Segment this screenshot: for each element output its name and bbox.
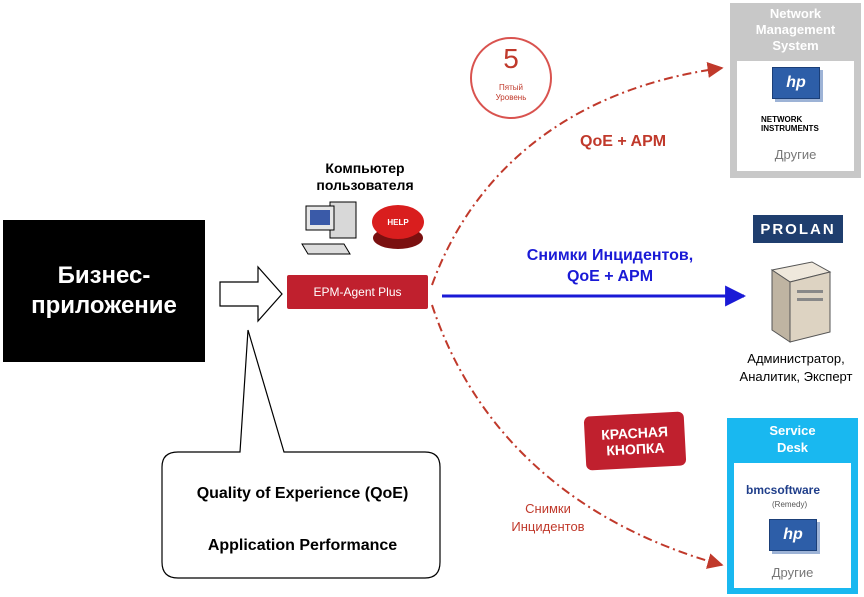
computer-icon (301, 201, 357, 255)
hp-logo-icon: hp (772, 67, 820, 99)
middle-flow-label: Снимки Инцидентов, QoE + APM (526, 247, 694, 285)
server-icon (770, 261, 832, 343)
flow-arrow-top (431, 62, 724, 286)
speech-bubble (161, 329, 441, 579)
network-management-system-box: Network Management System hp NETWORK INS… (730, 3, 861, 178)
remedy-label: (Remedy) (772, 500, 808, 509)
business-app-line1: Бизнес- (57, 262, 151, 289)
prolan-logo: PROLAN (753, 215, 843, 243)
user-computer-label: Компьютер пользователя (316, 160, 414, 193)
business-application-box: Бизнес- приложение (3, 220, 205, 362)
server-roles-label: Администратор, Аналитик, Эксперт (739, 351, 853, 384)
nms-title: Network Management System (755, 6, 836, 53)
epm-agent-label: EPM-Agent Plus (313, 285, 402, 299)
nms-other-label: Другие (774, 147, 817, 162)
business-app-line2: приложение (31, 292, 177, 319)
epm-agent-box: EPM-Agent Plus (287, 275, 428, 309)
service-desk-title: Service Desk (769, 423, 816, 455)
service-desk-other-label: Другие (771, 565, 814, 580)
red-button-logo: КРАСНАЯ КНОПКА (583, 411, 687, 471)
hp-logo-icon: hp (769, 519, 817, 551)
app-performance-label: Application Performance (207, 537, 398, 554)
help-button-icon: HELP (372, 205, 424, 249)
speech-bubble-text: Quality of Experience (QoE) Application … (165, 480, 440, 560)
level5-logo: 5 Пятый Уровень (470, 37, 552, 119)
bottom-flow-label: Снимки Инцидентов (511, 501, 585, 534)
network-instruments-logo: NETWORK INSTRUMENTS (761, 115, 819, 133)
hollow-arrow (219, 265, 283, 323)
qoe-label: Quality of Experience (QoE) (196, 485, 409, 502)
top-flow-label: QoE + APM (580, 133, 667, 150)
bmc-logo: bmcsoftware (746, 483, 821, 497)
svg-text:HELP: HELP (387, 218, 409, 227)
service-desk-box: Service Desk bmcsoftware (Remedy) hp Дру… (727, 418, 858, 594)
